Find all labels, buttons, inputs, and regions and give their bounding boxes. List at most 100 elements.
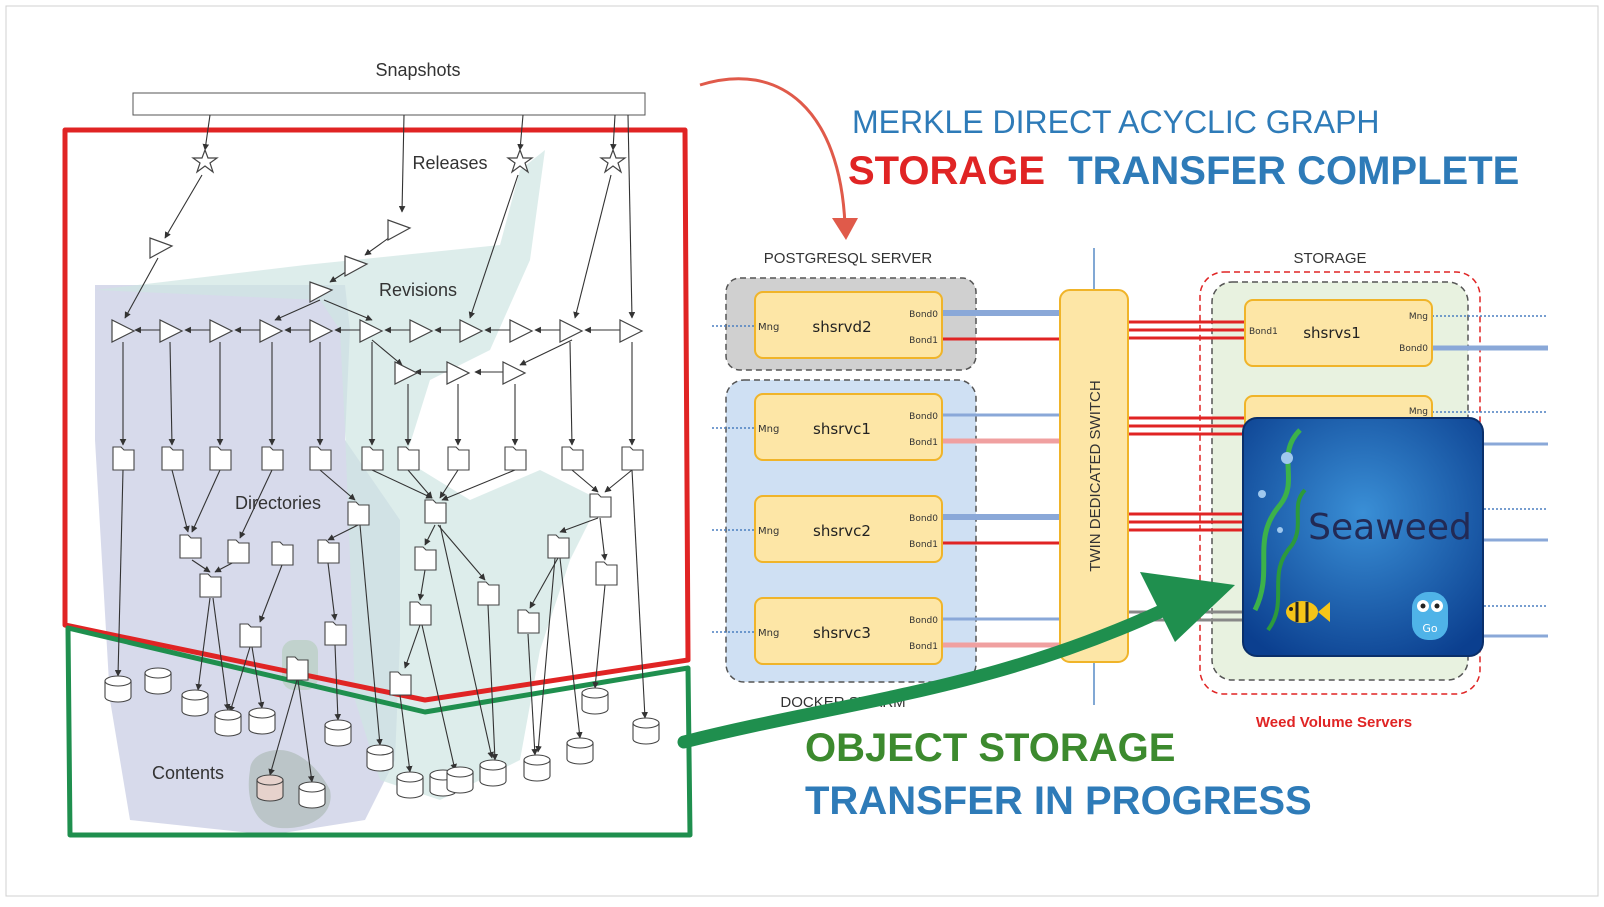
release-star (191, 148, 219, 174)
directory-node (447, 446, 470, 471)
directory-node (424, 499, 447, 524)
directory-node (397, 446, 420, 471)
release-nodes (191, 148, 627, 174)
mng-label: Mng (758, 526, 779, 537)
content-node (324, 719, 352, 747)
revisions-label: Revisions (379, 280, 457, 300)
content-node (144, 667, 172, 695)
revision-node (502, 361, 527, 385)
content-node (104, 675, 132, 703)
revision-node (259, 319, 284, 343)
infra-diagram: POSTGRESQL SERVER STORAGE DOCKER SWARM W… (712, 248, 1548, 731)
directory-node (286, 656, 309, 681)
server-shsrvd2: Mng shsrvd2 Bond0 Bond1 (754, 291, 943, 359)
mng-label: Mng (758, 322, 779, 333)
directory-node (271, 541, 294, 566)
headline-line1: MERKLE DIRECT ACYCLIC GRAPH (852, 104, 1380, 140)
directory-node (161, 446, 184, 471)
content-node (214, 709, 242, 737)
revision-node (309, 319, 334, 343)
bond1-label: Bond1 (909, 438, 938, 448)
directory-nodes (112, 446, 644, 696)
gopher-icon: Go (1412, 592, 1448, 640)
directories-label: Directories (235, 493, 321, 513)
bond-links (942, 310, 1548, 648)
server-shsrvc2: Mng shsrvc2 Bond0 Bond1 (754, 495, 943, 563)
fish-icon (1286, 601, 1330, 623)
bond0-label: Bond0 (909, 616, 938, 626)
bubble (1277, 527, 1283, 533)
bond0-label: Bond0 (909, 310, 938, 320)
content-node (566, 737, 594, 765)
bond0-label: Bond0 (1399, 344, 1428, 354)
directory-node (239, 623, 262, 648)
green-arrow-head (1140, 572, 1235, 642)
releases-label: Releases (412, 153, 487, 173)
revision-node (446, 361, 471, 385)
revision-node (394, 361, 419, 385)
red-curved-arrow (699, 77, 847, 226)
twin-switch (1059, 289, 1129, 663)
server-shsrvc3: Mng shsrvc3 Bond0 Bond1 (754, 597, 943, 665)
directory-node (317, 539, 340, 564)
release-star (506, 148, 534, 174)
seaweed-stalk (1266, 488, 1307, 632)
storage-title: STORAGE (1293, 250, 1366, 267)
directory-node (547, 534, 570, 559)
weed-volume-label: Weed Volume Servers (1256, 714, 1412, 731)
directory-node (261, 446, 284, 471)
seaweed-label: Seaweed (1308, 507, 1472, 548)
headline-storage: STORAGE (848, 149, 1045, 193)
revision-node (111, 319, 136, 343)
directory-node (504, 446, 527, 471)
directory-node (477, 581, 500, 606)
revision-node (459, 319, 484, 343)
revision-node (409, 319, 434, 343)
footer-line1: OBJECT STORAGE (805, 726, 1175, 770)
mng-label: Mng (1409, 312, 1428, 322)
directory-node (227, 539, 250, 564)
directory-node (199, 573, 222, 598)
mng-label: Mng (758, 424, 779, 435)
directory-node (517, 609, 540, 634)
revision-node (159, 319, 184, 343)
mgmt-lines (712, 315, 1548, 633)
content-node (248, 707, 276, 735)
switch-label: TWIN DEDICATED SWITCH (1087, 380, 1104, 571)
server-name: shsrvc1 (813, 420, 871, 438)
bond0-label: Bond0 (909, 514, 938, 524)
mng-label: Mng (758, 628, 779, 639)
red-outline (62, 127, 691, 703)
directory-node (595, 561, 618, 586)
revision-node (209, 319, 234, 343)
revision-node (344, 255, 369, 278)
revision-node (509, 319, 534, 343)
green-transfer-arrow (677, 593, 1192, 749)
revision-node (559, 319, 584, 343)
server-shsrvs1: Bond1 shsrvs1 Mng Bond0 (1244, 299, 1433, 367)
bond1-label: Bond1 (909, 540, 938, 550)
directory-node (561, 446, 584, 471)
server-name: shsrvc2 (813, 522, 871, 540)
content-node (396, 771, 424, 799)
postgres-title: POSTGRESQL SERVER (764, 250, 933, 267)
bond1-label: Bond1 (1249, 327, 1278, 337)
directory-node (409, 601, 432, 626)
server-name: shsrvc3 (813, 624, 871, 642)
snapshots-bar (132, 92, 646, 116)
revision-node (149, 237, 174, 260)
green-outline (65, 625, 693, 838)
revision-node (359, 319, 384, 343)
content-node (523, 754, 551, 782)
content-node (366, 744, 394, 772)
weed-outer-group (1199, 271, 1481, 695)
seaweed-logo: Seaweed Go (1242, 417, 1484, 657)
red-arrow-head (832, 218, 858, 240)
revision-node (619, 319, 644, 343)
server-name: shsrvs1 (1303, 324, 1361, 342)
server-shsrvc1: Mng shsrvc1 Bond0 Bond1 (754, 393, 943, 461)
directory-node (621, 446, 644, 471)
directory-node (414, 546, 437, 571)
bond1-label: Bond1 (909, 642, 938, 652)
content-node (181, 689, 209, 717)
